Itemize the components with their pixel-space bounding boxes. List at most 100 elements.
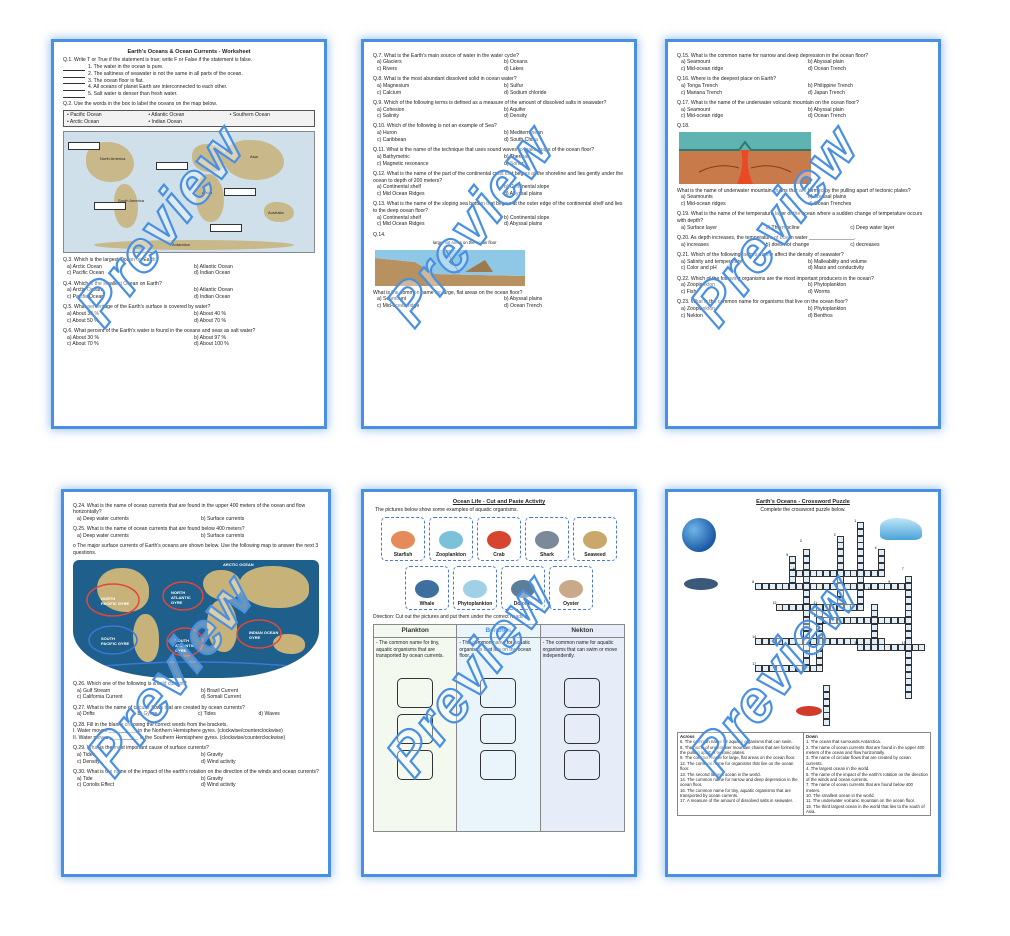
crossword-cell[interactable] <box>918 644 926 652</box>
option[interactable]: b) Oceans <box>504 59 528 66</box>
option[interactable]: a) Arctic Ocean <box>67 287 102 294</box>
crossword-cell[interactable] <box>904 630 912 638</box>
option[interactable]: b) Thermal <box>504 153 529 160</box>
crossword-cell[interactable] <box>802 549 810 557</box>
crossword-cell[interactable] <box>864 569 871 577</box>
crossword-cell[interactable] <box>877 549 885 557</box>
crossword-cell[interactable] <box>870 624 878 631</box>
crossword-cell[interactable] <box>755 583 763 591</box>
crossword-cell[interactable] <box>870 630 878 638</box>
crossword-cell[interactable] <box>816 603 824 611</box>
organism-card[interactable]: Oyster <box>549 566 593 611</box>
option[interactable]: c) California Current <box>77 694 123 701</box>
crossword-cell[interactable] <box>904 664 912 672</box>
option[interactable]: b) Gyres <box>137 711 158 718</box>
option[interactable]: d) Abyssal plains <box>504 221 543 228</box>
crossword-cell[interactable] <box>802 562 810 570</box>
answer-blank[interactable] <box>63 91 85 98</box>
crossword-cell[interactable] <box>836 583 844 591</box>
crossword-cell[interactable] <box>823 719 831 727</box>
crossword-cell[interactable] <box>809 664 817 672</box>
option[interactable]: a) Drifts <box>77 711 95 718</box>
option[interactable]: a) Huron <box>377 130 397 137</box>
paste-slot[interactable] <box>480 750 517 781</box>
crossword-cell[interactable] <box>830 569 837 577</box>
crossword-cell[interactable] <box>904 596 912 604</box>
organism-card[interactable]: Whale <box>405 566 449 611</box>
crossword-cell[interactable] <box>802 644 810 652</box>
crossword-cell[interactable] <box>898 583 905 591</box>
crossword-cell[interactable] <box>768 583 776 591</box>
crossword-cell[interactable] <box>904 590 912 597</box>
option[interactable]: a) Seamounts <box>681 194 713 201</box>
crossword-cell[interactable] <box>823 583 831 591</box>
option[interactable]: a) Glaciers <box>377 59 402 66</box>
option[interactable]: a) Gulf Stream <box>77 687 111 694</box>
crossword-cell[interactable] <box>904 624 912 631</box>
crossword-cell[interactable] <box>836 535 844 543</box>
crossword-cell[interactable] <box>816 569 824 577</box>
option[interactable]: b) Abyssal plain <box>808 59 844 66</box>
crossword-cell[interactable] <box>857 603 865 611</box>
option[interactable]: d) Ocean Trench <box>808 113 846 120</box>
paste-slot[interactable] <box>397 750 434 781</box>
crossword-cell[interactable] <box>836 569 844 577</box>
paste-slot[interactable] <box>564 750 601 781</box>
crossword-cell[interactable] <box>857 549 865 557</box>
crossword-cell[interactable] <box>843 569 851 577</box>
option[interactable]: b) does not change <box>765 241 810 248</box>
crossword-cell[interactable] <box>816 624 824 631</box>
crossword-cell[interactable] <box>816 617 824 625</box>
crossword-cell[interactable] <box>789 569 797 577</box>
crossword-cell[interactable] <box>796 637 803 645</box>
option[interactable]: c) Mid Ocean Ridges <box>377 221 425 228</box>
label-blank-5[interactable] <box>68 142 100 151</box>
crossword-cell[interactable] <box>802 664 810 672</box>
crossword-cell[interactable] <box>877 583 885 591</box>
crossword-cell[interactable] <box>796 569 803 577</box>
paste-slot[interactable] <box>564 714 601 745</box>
paste-slot[interactable] <box>480 678 517 709</box>
option[interactable]: b) Atlantic Ocean <box>194 263 233 270</box>
option[interactable]: d) Indian Ocean <box>194 270 231 277</box>
option[interactable]: c) Tides <box>198 711 216 718</box>
crossword-cell[interactable] <box>857 617 865 625</box>
label-blank-3[interactable] <box>224 188 256 197</box>
option[interactable]: b) Abyssal plain <box>808 106 844 113</box>
crossword-cell[interactable] <box>904 671 912 679</box>
crossword-cell[interactable] <box>796 664 803 672</box>
crossword-cell[interactable] <box>843 617 851 625</box>
crossword-cell[interactable] <box>904 583 912 591</box>
option[interactable]: d) Sodium chloride <box>504 89 547 96</box>
crossword-cell[interactable] <box>762 637 769 645</box>
option[interactable]: d) About 70 % <box>194 317 226 324</box>
organism-card[interactable]: Shark <box>525 517 569 562</box>
option[interactable]: b) Phytoplankton <box>808 282 847 289</box>
option[interactable]: c) Nekton <box>681 312 703 319</box>
crossword-cell[interactable] <box>775 583 783 591</box>
paste-slot[interactable] <box>480 714 517 745</box>
crossword-cell[interactable] <box>857 576 865 584</box>
option[interactable]: b) Abyssal plains <box>504 296 543 303</box>
crossword-cell[interactable] <box>877 569 885 577</box>
crossword-cell[interactable] <box>816 658 824 665</box>
crossword-cell[interactable] <box>857 535 865 543</box>
crossword-cell[interactable] <box>904 610 912 618</box>
crossword-cell[interactable] <box>864 583 871 591</box>
answer-blank[interactable] <box>63 71 85 78</box>
crossword-cell[interactable] <box>857 569 865 577</box>
option[interactable]: d) Benthos <box>808 312 833 319</box>
crossword-cell[interactable] <box>802 556 810 563</box>
answer-blank[interactable] <box>63 84 85 91</box>
crossword-cell[interactable] <box>891 644 899 652</box>
crossword-cell[interactable] <box>823 617 831 625</box>
crossword-cell[interactable] <box>802 603 810 611</box>
crossword-cell[interactable] <box>775 637 783 645</box>
crossword-cell[interactable] <box>857 637 865 645</box>
option[interactable]: b) Philippine Trench <box>808 82 854 89</box>
option[interactable]: d) Somali Current <box>201 694 241 701</box>
crossword-cell[interactable] <box>870 569 878 577</box>
crossword-cell[interactable] <box>877 556 885 563</box>
crossword-cell[interactable] <box>789 556 797 563</box>
crossword-cell[interactable] <box>789 576 797 584</box>
